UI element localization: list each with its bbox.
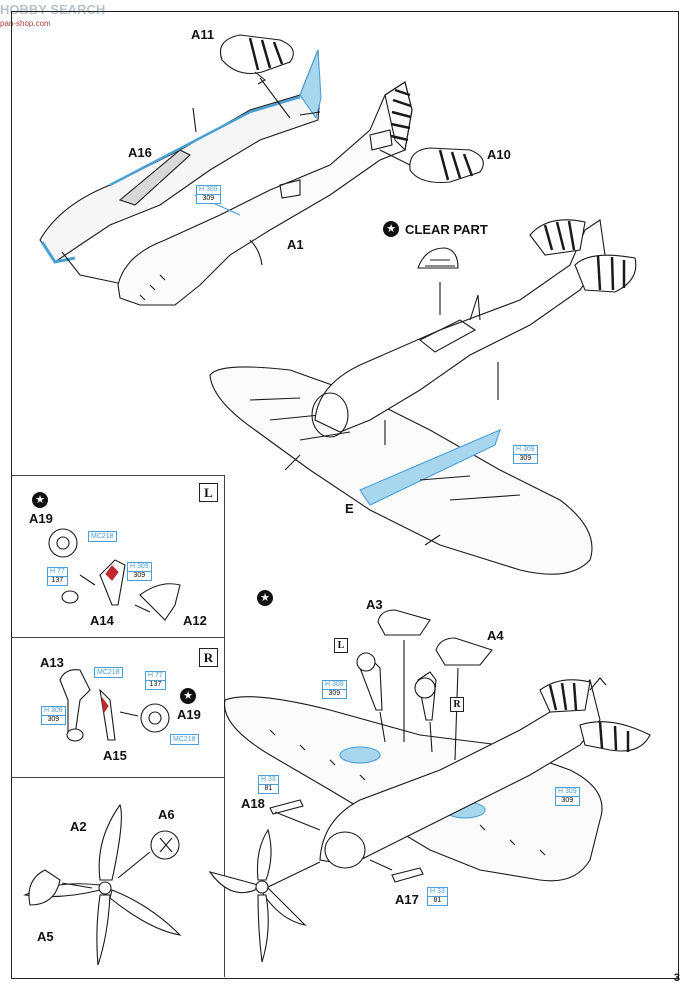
label-a15: A15: [103, 748, 127, 763]
paint-callout: H 33 81: [427, 887, 448, 906]
wing-upper: [209, 366, 593, 575]
label-clear-part: CLEAR PART: [405, 222, 488, 237]
inset-l-drawings: [48, 528, 181, 621]
paint-callout: H 309 309: [322, 680, 347, 699]
part-a3-door: [377, 609, 431, 636]
fuselage-right-half: [117, 81, 413, 306]
star-icon: ★: [383, 221, 399, 237]
inset-divider-middle: [11, 637, 224, 638]
label-a17: A17: [395, 892, 419, 907]
label-a10: A10: [487, 147, 511, 162]
page-number: 3: [673, 972, 680, 984]
paint-callout: H 77 137: [47, 567, 68, 586]
label-a11: A11: [191, 27, 215, 42]
paint-callout: H 33 81: [258, 775, 279, 794]
box-l-small: L: [334, 638, 348, 653]
star-icon: ★: [257, 590, 273, 606]
box-r-small: R: [450, 697, 464, 712]
part-a4-door: [435, 637, 493, 666]
label-a13: A13: [40, 655, 64, 670]
fuselage-assembled: [311, 219, 637, 438]
label-a6: A6: [158, 807, 175, 822]
paint-callout: H 77 137: [145, 671, 166, 690]
canopy-clear-part: [417, 247, 459, 269]
paint-callout-mc218: MC218: [94, 667, 123, 678]
watermark-brand: HOBBY SEARCH: [0, 2, 106, 17]
star-icon: ★: [180, 688, 196, 704]
label-a14: A14: [90, 613, 114, 628]
star-icon: ★: [32, 492, 48, 508]
paint-callout: H 309 309: [41, 706, 66, 725]
inset-r-drawings: [59, 669, 170, 742]
inset-propeller-drawings: [23, 803, 182, 966]
part-a11-stabilizer: [219, 34, 294, 85]
part-a10-stabilizer: [409, 147, 484, 184]
paint-callout-mc218: MC218: [170, 734, 199, 745]
watermark-site: pan-shop.com: [0, 19, 51, 28]
paint-callout: H 309 309: [555, 787, 580, 806]
fuselage-left-half: [39, 49, 322, 264]
label-a1: A1: [287, 237, 304, 252]
inset-divider-top: [11, 475, 224, 476]
paint-callout-mc218: MC218: [88, 531, 117, 542]
paint-callout: H 309 309: [196, 185, 221, 204]
label-a2: A2: [70, 819, 87, 834]
label-a18: A18: [241, 796, 265, 811]
inset-divider-bottom: [11, 777, 224, 778]
label-a19-l: A19: [29, 511, 53, 526]
label-a4: A4: [487, 628, 504, 643]
inset-divider-vertical: [224, 475, 225, 977]
label-a3: A3: [366, 597, 383, 612]
box-l: L: [199, 483, 218, 502]
label-a16: A16: [128, 145, 152, 160]
label-a12: A12: [183, 613, 207, 628]
page-frame: [11, 11, 679, 979]
paint-callout: H 309 309: [127, 562, 152, 581]
paint-callout: H 309 309: [513, 445, 538, 464]
box-r: R: [199, 648, 218, 667]
label-a5: A5: [37, 929, 54, 944]
label-a19-r: A19: [177, 707, 201, 722]
fuselage-underside: [319, 677, 651, 869]
label-e: E: [345, 501, 354, 516]
